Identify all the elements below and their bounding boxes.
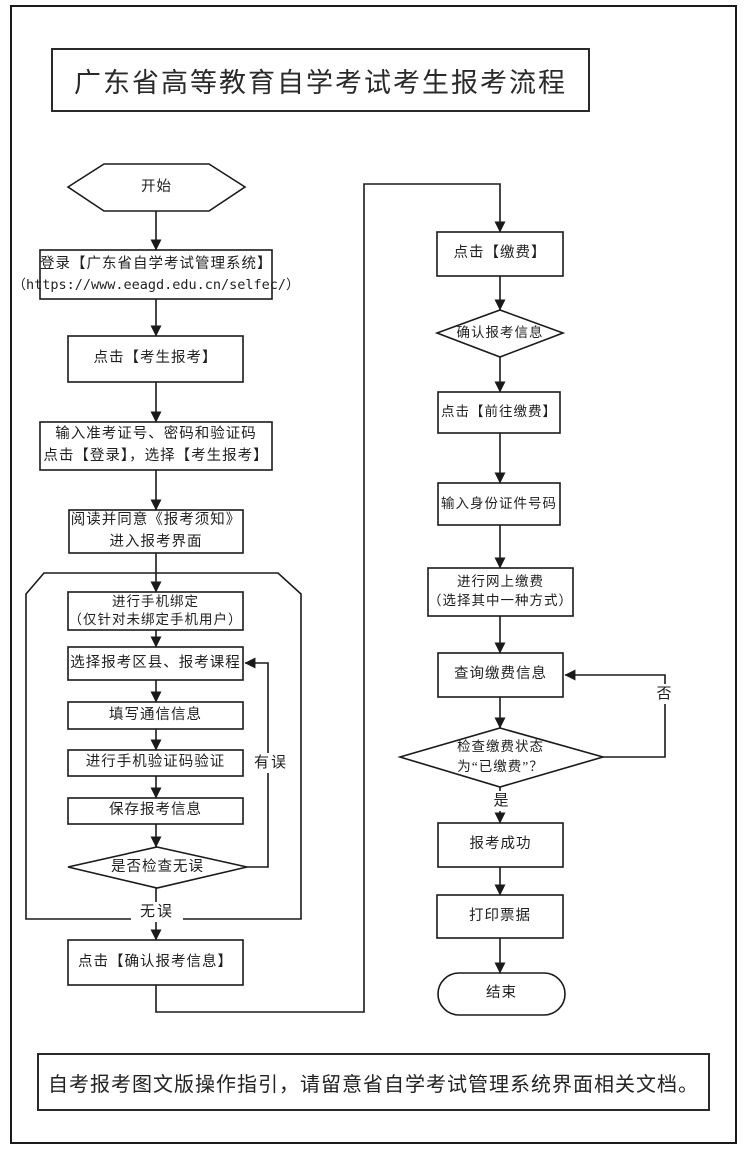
node-fill-contact-label: 填写通信信息: [109, 706, 202, 723]
node-online-pay: 进行网上缴费 （选择其中一种方式）: [428, 568, 573, 616]
node-print-receipt-label: 打印票据: [469, 907, 531, 924]
node-confirm-info-label: 点击【确认报考信息】: [78, 953, 233, 970]
node-verify-phone-label: 进行手机验证码验证: [85, 754, 226, 771]
node-enter-credentials: 输入准考证号、密码和验证码 点击【登录】，选择【考生报考】: [40, 422, 272, 470]
node-confirm-info: 点击【确认报考信息】: [68, 940, 243, 985]
node-confirm-exam-info-label: 确认报考信息: [456, 325, 544, 341]
node-bind-phone-line1: 进行手机绑定: [112, 594, 199, 610]
node-login-url: （https://www.eeagd.edu.cn/selfec/）: [12, 277, 300, 294]
node-check-paid: 检查缴费状态 为“已缴费”？: [408, 731, 593, 783]
node-enter-credentials-line1: 输入准考证号、密码和验证码: [55, 426, 257, 443]
edge-label-has-error: 有误: [248, 753, 294, 773]
node-online-pay-line1: 进行网上缴费: [457, 574, 544, 590]
node-start-label: 开始: [141, 178, 172, 195]
node-go-pay: 点击【前往缴费】: [438, 392, 560, 433]
node-query-payment-label: 查询缴费信息: [454, 666, 547, 683]
node-save-info-label: 保存报考信息: [109, 802, 202, 819]
node-enter-id-label: 输入身份证件号码: [441, 495, 557, 511]
node-check-paid-line2: 为“已缴费”？: [457, 759, 544, 774]
edge-confirm-to-pay: [155, 183, 506, 1013]
node-login: 登录【广东省自学考试管理系统】 （https://www.eeagd.edu.c…: [12, 250, 299, 299]
edge-checkpaid-no-loop: [564, 669, 666, 758]
footer-note-box: 自考报考图文版操作指引，请留意省自学考试管理系统界面相关文档。: [37, 1053, 710, 1111]
edge-label-no-error: 无误: [131, 902, 183, 922]
node-online-pay-line2: （选择其中一种方式）: [428, 593, 573, 608]
node-go-pay-label: 点击【前往缴费】: [441, 404, 557, 420]
edge-label-yes: 是: [487, 791, 517, 811]
page-border: [10, 5, 737, 1144]
footer-note: 自考报考图文版操作指引，请留意省自学考试管理系统界面相关文档。: [48, 1073, 699, 1096]
node-login-line1: 登录【广东省自学考试管理系统】: [40, 255, 273, 272]
node-end: 结束: [438, 973, 565, 1015]
node-select-courses-label: 选择报考区县、报考课程: [70, 654, 241, 671]
node-read-notice-line2: 进入报考界面: [109, 533, 203, 550]
node-pay: 点击【缴费】: [437, 232, 563, 276]
node-check-ok: 是否检查无误: [68, 847, 247, 888]
node-read-notice-line1: 阅读并同意《报考须知》: [70, 512, 242, 529]
start-hexagon-shape: [66, 163, 247, 212]
edge-label-no: 否: [650, 684, 680, 704]
registration-group-container-shape: [25, 572, 302, 920]
node-check-ok-label: 是否检查无误: [111, 858, 204, 875]
title-box: 广东省高等教育自学考试考生报考流程: [51, 48, 590, 112]
node-fill-contact: 填写通信信息: [68, 702, 243, 729]
node-register-success: 报考成功: [438, 823, 563, 867]
page-title: 广东省高等教育自学考试考生报考流程: [74, 67, 567, 98]
node-query-payment: 查询缴费信息: [438, 653, 563, 697]
node-verify-phone: 进行手机验证码验证: [68, 750, 243, 776]
node-bind-phone: 进行手机绑定 （仅针对未绑定手机用户）: [68, 592, 243, 630]
node-confirm-exam-info: 确认报考信息: [430, 310, 570, 357]
node-enter-id: 输入身份证件号码: [438, 483, 560, 525]
node-save-info: 保存报考信息: [68, 798, 243, 824]
node-enter-credentials-line2: 点击【登录】，选择【考生报考】: [43, 448, 269, 464]
node-register-success-label: 报考成功: [469, 836, 532, 853]
check-ok-diamond-shape: [67, 846, 248, 889]
node-candidate-register: 点击【考生报考】: [68, 336, 243, 382]
node-select-courses: 选择报考区县、报考课程: [68, 647, 243, 680]
node-bind-phone-line2: （仅针对未绑定手机用户）: [68, 612, 243, 627]
node-end-label: 结束: [486, 985, 517, 1002]
node-read-notice: 阅读并同意《报考须知》 进入报考界面: [69, 510, 243, 553]
node-print-receipt: 打印票据: [437, 895, 563, 938]
node-check-paid-line1: 检查缴费状态: [457, 739, 544, 755]
node-start: 开始: [68, 164, 245, 211]
node-pay-label: 点击【缴费】: [453, 245, 547, 262]
node-candidate-register-label: 点击【考生报考】: [93, 350, 218, 367]
